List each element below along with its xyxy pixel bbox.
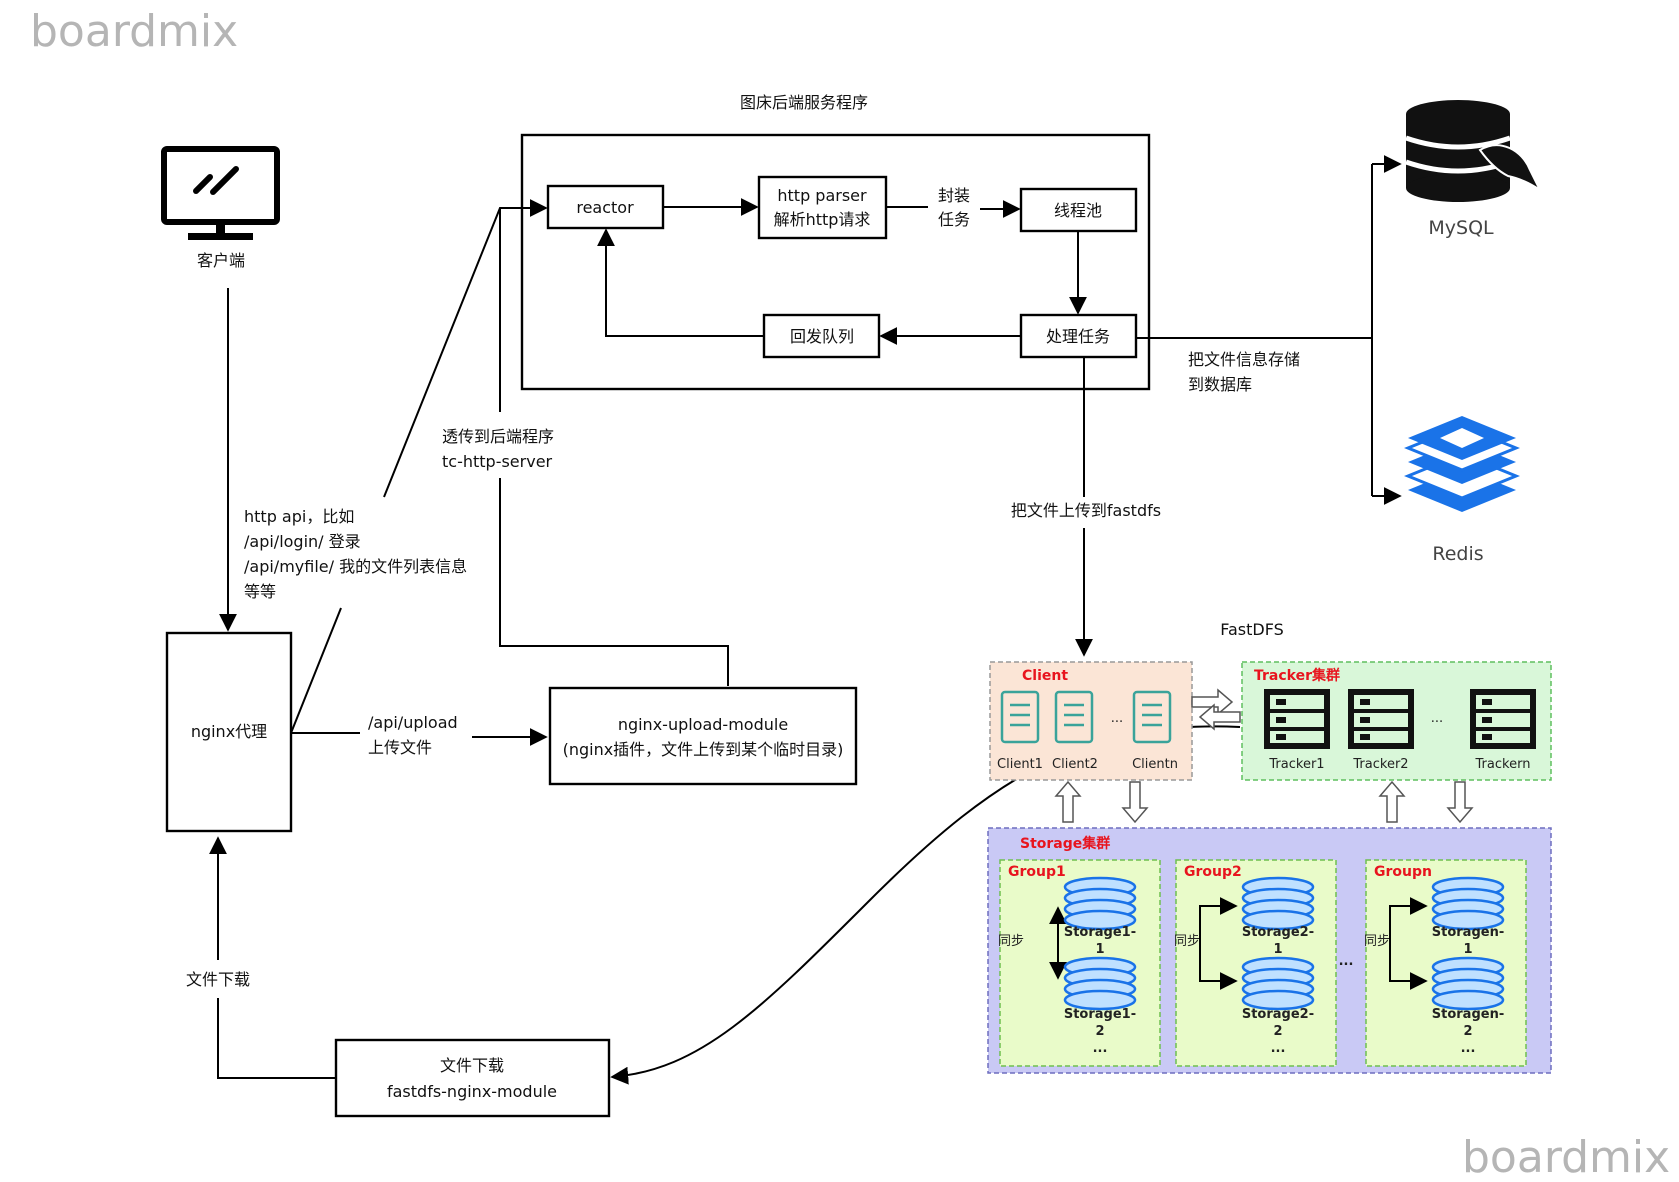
tracker2-label: Tracker2 [1352,757,1408,772]
fastdfs-title: FastDFS [1220,620,1284,639]
storage-disk-icon [1063,956,1137,1011]
svg-text:等等: 等等 [244,582,276,601]
nginx-to-reactor-line-low [290,607,342,734]
client1-label: Client1 [997,757,1043,772]
redis-label: Redis [1432,543,1483,565]
client-tracker-hollow-arrows [1191,688,1241,731]
svg-text:http api，比如: http api，比如 [244,507,354,526]
tracker1-label: Tracker1 [1268,757,1324,772]
storage1-1-label-b: 1 [1095,942,1104,957]
process-task-box: 处理任务 [1019,313,1138,359]
svg-text:Groupn: Groupn [1374,864,1432,880]
svg-text:同步: 同步 [1364,934,1390,949]
mysql-icon [1405,100,1543,202]
storage-disk-icon [1063,876,1137,931]
storage2-2-label-b: 2 [1273,1024,1282,1039]
reactor-box: reactor [546,184,665,230]
svg-text:/api/upload: /api/upload [368,713,458,732]
svg-text:解析http请求: 解析http请求 [774,210,871,229]
storage2-2-label-a: Storage2- [1242,1007,1314,1022]
http-api-note: http api，比如 /api/login/ 登录 /api/myfile/ … [244,507,467,601]
svg-text:文件下载: 文件下载 [440,1056,504,1075]
mysql-label: MySQL [1428,217,1494,239]
storage1-2-label-b: 2 [1095,1024,1104,1039]
storage-disk-icon [1431,876,1505,931]
svg-text:处理任务: 处理任务 [1046,327,1110,346]
svg-text:把文件信息存储: 把文件信息存储 [1188,350,1300,369]
svg-text:nginx-upload-module: nginx-upload-module [618,715,788,734]
storage2-more: ... [1271,1041,1286,1056]
http-parser-box: http parser 解析http请求 [757,175,888,240]
nginx-proxy-box: nginx代理 [165,631,293,833]
storage-disk-icon [1241,876,1315,931]
trackern-label: Trackern [1475,757,1531,772]
storagen-2-label-a: Storagen- [1432,1007,1504,1022]
encapsulate-label: 封装 任务 [938,186,970,229]
watermark-bottom: boardmix [1462,1132,1670,1182]
svg-text:http parser: http parser [777,186,867,205]
service-container [520,133,1151,391]
svg-text:nginx代理: nginx代理 [191,722,267,741]
storagen-2-label-b: 2 [1463,1024,1472,1039]
client2-label: Client2 [1052,757,1098,772]
svg-text:封装: 封装 [938,186,970,205]
upload-module-box: nginx-upload-module (nginx插件，文件上传到某个临时目录… [548,686,858,786]
svg-text:Group1: Group1 [1008,864,1066,880]
svg-text:/api/myfile/ 我的文件列表信息: /api/myfile/ 我的文件列表信息 [244,557,467,576]
passthrough-label: 透传到后端程序 tc-http-server [442,427,554,471]
upload-fastdfs-label: 把文件上传到fastdfs [1011,501,1161,520]
client-label: 客户端 [197,251,245,270]
storage2-1-label-b: 1 [1273,942,1282,957]
clientn-label: Clientn [1132,757,1178,772]
svg-text:Storage集群: Storage集群 [1020,835,1110,852]
monitor-icon [161,146,280,240]
storage1-more: ... [1093,1041,1108,1056]
svg-text:任务: 任务 [938,210,970,229]
db-note: 把文件信息存储 到数据库 [1188,350,1300,394]
svg-text:到数据库: 到数据库 [1188,375,1252,394]
svg-text:Group2: Group2 [1184,864,1242,880]
svg-text:上传文件: 上传文件 [368,738,432,757]
svg-text:回发队列: 回发队列 [790,327,854,346]
reply-queue-box: 回发队列 [762,313,881,359]
storagen-1-label-b: 1 [1463,942,1472,957]
storage2-1-label-a: Storage2- [1242,925,1314,940]
tracker-server-icons [1264,689,1536,749]
tracker-ellipsis: ... [1431,711,1443,726]
svg-text:线程池: 线程池 [1054,201,1102,220]
client-ellipsis: ... [1111,711,1123,726]
download-to-label-line [217,998,336,1079]
passthrough-line-bottom [499,478,729,686]
download-label: 文件下载 [186,970,250,989]
storage-ellipsis: ... [1339,954,1354,969]
redis-icon [1404,416,1520,512]
storage-disk-icon [1431,956,1505,1011]
thread-pool-box: 线程池 [1019,187,1138,233]
svg-text:Client: Client [1022,668,1068,684]
storage1-2-label-a: Storage1- [1064,1007,1136,1022]
storagen-1-label-a: Storagen- [1432,925,1504,940]
upload-route-label: /api/upload 上传文件 [368,713,458,757]
queue-to-reactor-arrow [597,228,764,337]
service-title: 图床后端服务程序 [740,93,868,112]
download-module-box: 文件下载 fastdfs-nginx-module [334,1038,611,1118]
svg-text:fastdfs-nginx-module: fastdfs-nginx-module [387,1082,557,1101]
svg-text:同步: 同步 [1174,934,1200,949]
storage1-1-label-a: Storage1- [1064,925,1136,940]
watermark-top: boardmix [30,6,238,57]
svg-text:/api/login/ 登录: /api/login/ 登录 [244,532,361,551]
svg-text:tc-http-server: tc-http-server [442,452,553,471]
vertical-hollow-arrows [1054,780,1474,824]
client-server-icons [1000,690,1172,744]
storagen-more: ... [1461,1041,1476,1056]
storage-disk-icon [1241,956,1315,1011]
svg-text:(nginx插件，文件上传到某个临时目录): (nginx插件，文件上传到某个临时目录) [563,740,844,759]
svg-text:同步: 同步 [998,934,1024,949]
svg-text:透传到后端程序: 透传到后端程序 [442,427,554,446]
svg-text:Tracker集群: Tracker集群 [1254,667,1340,684]
svg-text:reactor: reactor [576,198,634,217]
